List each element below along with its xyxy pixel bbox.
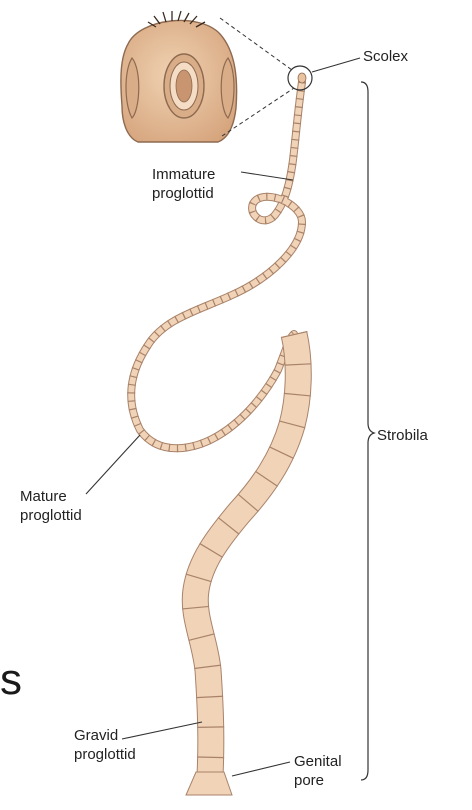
body-fill-wide <box>195 334 298 775</box>
sucker-center-icon <box>164 54 204 118</box>
label-gravid-line1: Gravid <box>74 726 136 745</box>
label-scolex: Scolex <box>363 47 408 66</box>
label-gravid-line2: proglottid <box>74 745 136 764</box>
leader-mature <box>86 435 140 494</box>
scolex-enlargement <box>121 11 237 142</box>
label-genital-line2: pore <box>294 771 342 790</box>
sucker-right-icon <box>221 58 234 118</box>
edge-letter: s <box>0 656 22 704</box>
leader-immature <box>241 172 293 180</box>
strobila-bracket <box>361 82 374 780</box>
leader-scolex <box>312 58 360 72</box>
label-strobila-text: Strobila <box>377 426 428 445</box>
label-scolex-text: Scolex <box>363 47 408 66</box>
leader-genital <box>232 762 290 776</box>
label-gravid-proglottid: Gravid proglottid <box>74 726 136 764</box>
leader-lines <box>86 58 360 776</box>
label-immature-line1: Immature <box>152 165 215 184</box>
label-mature-line1: Mature <box>20 487 82 506</box>
label-immature-line2: proglottid <box>152 184 215 203</box>
label-immature-proglottid: Immature proglottid <box>152 165 215 203</box>
label-strobila: Strobila <box>377 426 428 445</box>
terminal-segment <box>186 772 232 795</box>
label-mature-proglottid: Mature proglottid <box>20 487 82 525</box>
label-genital-line1: Genital <box>294 752 342 771</box>
sucker-left-icon <box>126 58 139 118</box>
label-genital-pore: Genital pore <box>294 752 342 790</box>
label-mature-line2: proglottid <box>20 506 82 525</box>
